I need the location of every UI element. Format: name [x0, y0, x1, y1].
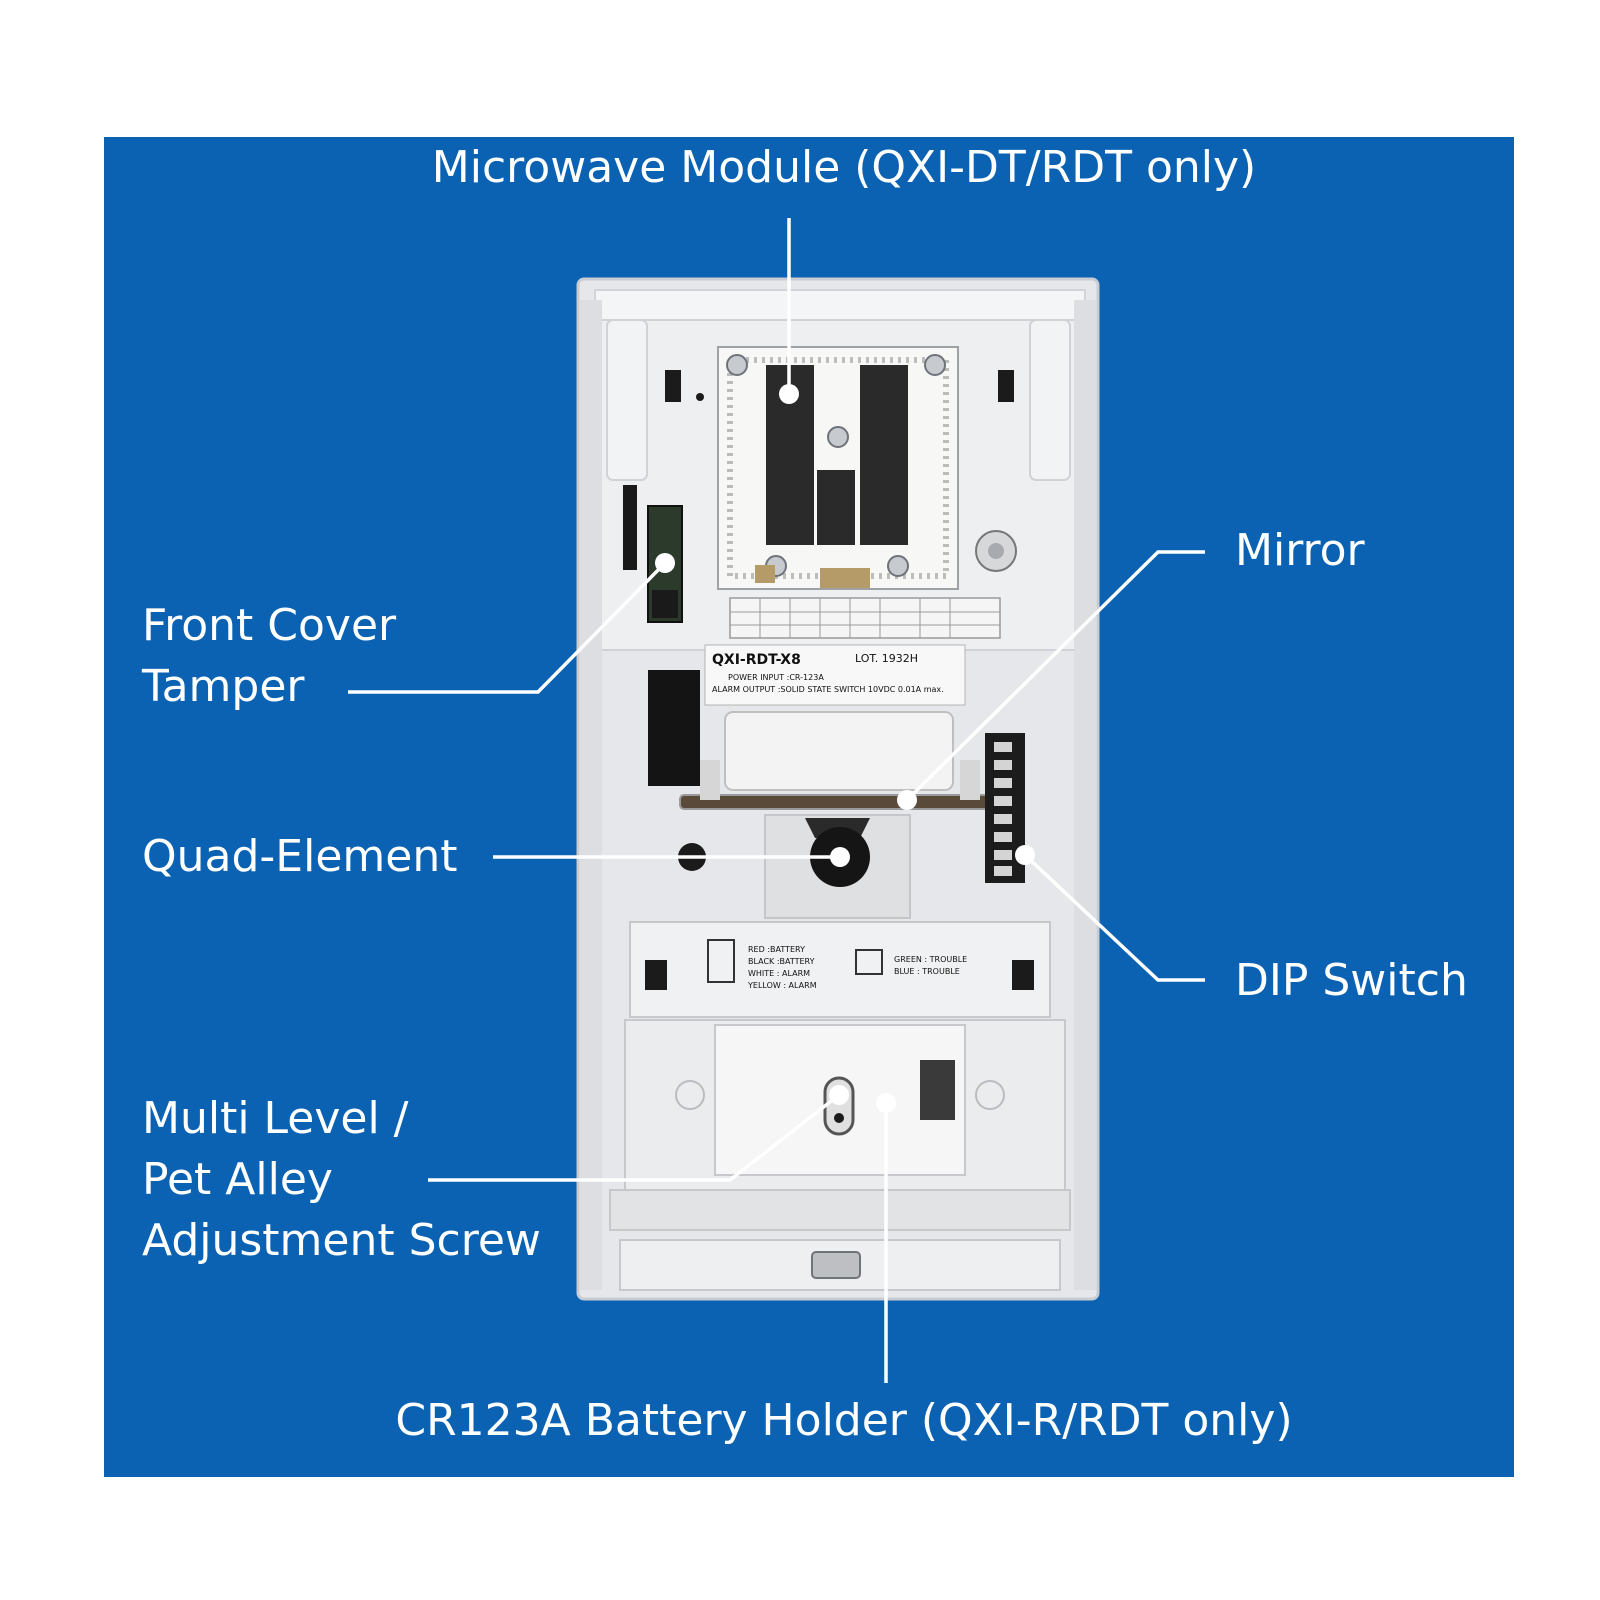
label-mirror-text: Mirror [1235, 525, 1365, 576]
label-quad-element: Quad-Element [142, 826, 457, 887]
model-label-sticker: QXI-RDT-X8 LOT. 1932H POWER INPUT :CR-12… [704, 644, 966, 706]
quad-element-sensor [678, 814, 911, 919]
label-mirror: Mirror [1235, 520, 1365, 581]
model-text: QXI-RDT-X8 [712, 652, 801, 668]
wire-black: BLACK :BATTERY [748, 957, 815, 966]
wire-green: GREEN : TROUBLE [894, 955, 967, 964]
battery-holder [609, 1019, 1071, 1291]
label-adjustment-screw: Multi Level / Pet Alley Adjustment Screw [142, 1088, 541, 1271]
wire-white: WHITE : ALARM [748, 969, 810, 978]
sensitivity-dial [975, 530, 1017, 572]
dot-tamper [655, 553, 675, 573]
alarm-output-text: ALARM OUTPUT :SOLID STATE SWITCH 10VDC 0… [712, 685, 944, 694]
label-microwave-module: Microwave Module (QXI-DT/RDT only) [414, 137, 1274, 198]
leader-line-tamper [348, 561, 667, 694]
dot-quad [830, 847, 850, 867]
label-microwave-module-text: Microwave Module (QXI-DT/RDT only) [431, 142, 1257, 193]
label-front-cover-line1: Front Cover [142, 600, 397, 651]
leader-dots [655, 384, 1035, 1113]
dip-table-strip [729, 597, 1001, 639]
label-quad-element-text: Quad-Element [142, 831, 458, 882]
dot-dip [1015, 845, 1035, 865]
label-battery-holder: CR123A Battery Holder (QXI-R/RDT only) [364, 1390, 1324, 1451]
leader-line-screw [428, 1093, 841, 1182]
label-dip-switch-text: DIP Switch [1235, 955, 1468, 1006]
label-adjustment-line3: Adjustment Screw [142, 1215, 541, 1266]
leader-line-dip [1023, 853, 1205, 982]
dot-mirror [897, 790, 917, 810]
label-dip-switch: DIP Switch [1235, 950, 1468, 1011]
label-adjustment-line2: Pet Alley [142, 1154, 333, 1205]
label-front-cover-line2: Tamper [142, 661, 305, 712]
microwave-module-board [717, 346, 959, 590]
mirror-assembly [679, 711, 997, 810]
wire-red: RED :BATTERY [748, 945, 805, 954]
label-adjustment-line1: Multi Level / [142, 1093, 409, 1144]
wire-label-plate: RED :BATTERY BLACK :BATTERY WHITE : ALAR… [629, 921, 1051, 1018]
wire-yellow: YELLOW : ALARM [747, 981, 817, 990]
lot-text: LOT. 1932H [855, 652, 918, 665]
leader-lines [348, 218, 1205, 1383]
label-battery-holder-text: CR123A Battery Holder (QXI-R/RDT only) [395, 1395, 1293, 1446]
wire-blue: BLUE : TROUBLE [894, 967, 960, 976]
power-input-text: POWER INPUT :CR-123A [728, 673, 824, 682]
dot-screw [829, 1085, 849, 1105]
leader-line-mirror [905, 550, 1205, 802]
dot-battery [876, 1093, 896, 1113]
label-front-cover-tamper: Front Cover Tamper [142, 595, 396, 717]
dot-microwave [779, 384, 799, 404]
lens-window [648, 670, 700, 786]
